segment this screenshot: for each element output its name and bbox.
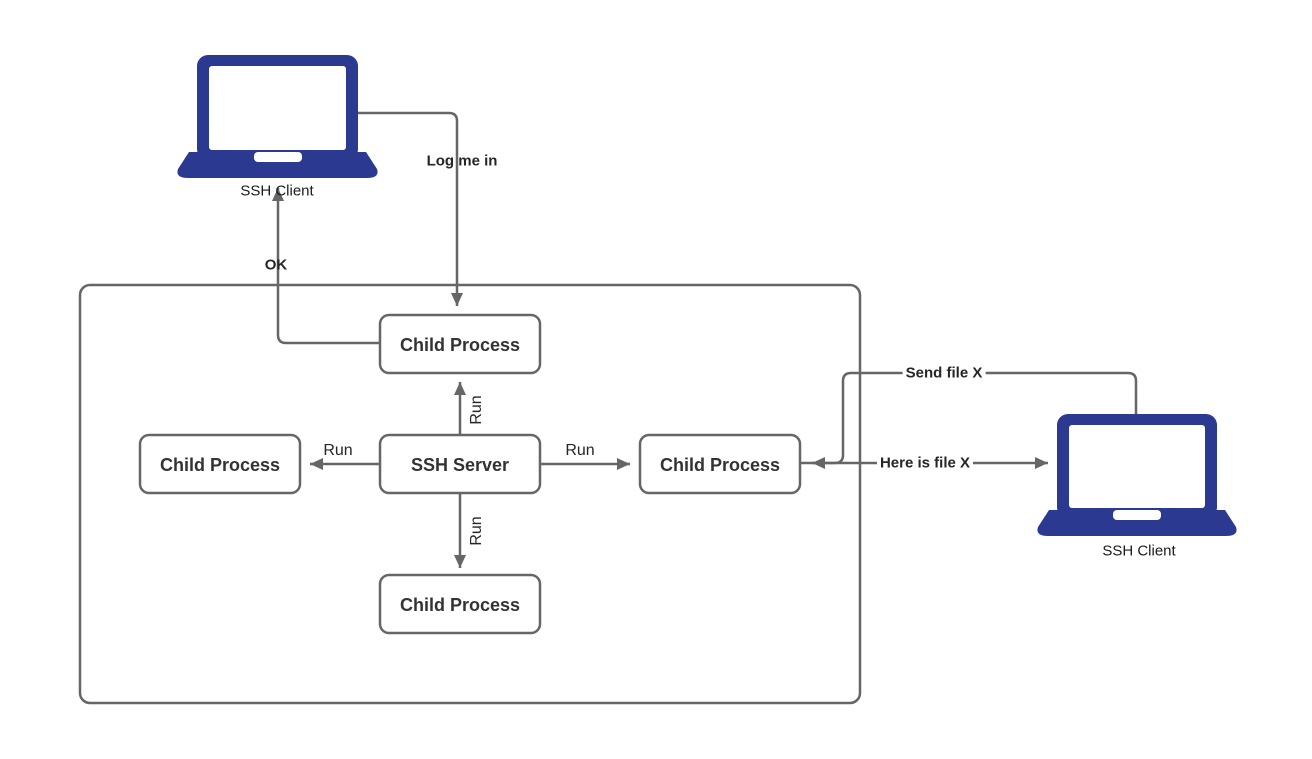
- edge-label-here-is-file: Here is file X: [876, 455, 974, 471]
- server-host-container: [78, 283, 862, 705]
- child-process-bottom-label: Child Process: [399, 595, 521, 615]
- ssh-server-label: SSH Server: [410, 455, 510, 475]
- connector-ok: [272, 188, 380, 345]
- laptop-icon-left: [177, 55, 378, 178]
- ssh-client-right-label: SSH Client: [1102, 542, 1176, 560]
- child-process-top-node: [378, 313, 542, 375]
- child-process-right-label: Child Process: [659, 455, 781, 475]
- child-process-right-node: [638, 433, 802, 495]
- child-process-bottom-node: [378, 573, 542, 635]
- edge-label-ok: OK: [264, 256, 288, 274]
- edge-label-run-left: Run: [323, 442, 353, 459]
- ssh-client-left-label: SSH Client: [240, 182, 314, 200]
- laptop-icon-right: [1037, 414, 1237, 536]
- child-process-left-label: Child Process: [159, 455, 281, 475]
- edge-label-run-right: Run: [565, 442, 595, 459]
- connector-log-me-in: [358, 111, 463, 306]
- edge-label-run-top: Run: [468, 395, 485, 425]
- connector-send-file: [812, 371, 1138, 469]
- edge-label-log-me-in: Log me in: [426, 152, 498, 170]
- ssh-server-node: [378, 433, 542, 495]
- edge-label-run-bottom: Run: [468, 516, 485, 546]
- edge-label-send-file: Send file X: [902, 365, 986, 381]
- child-process-left-node: [138, 433, 302, 495]
- child-process-top-label: Child Process: [399, 335, 521, 355]
